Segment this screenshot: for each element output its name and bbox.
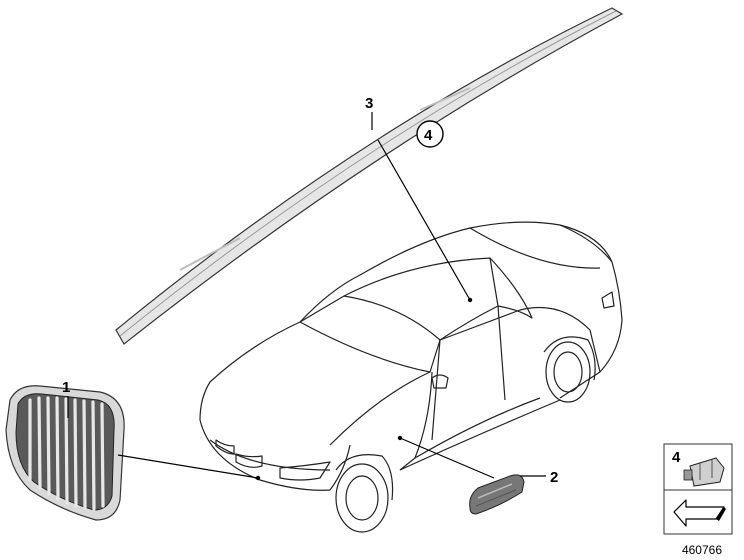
- leader-dots: [255, 297, 473, 481]
- leader-lines: [67, 112, 546, 479]
- callout-2-label: 2: [550, 469, 558, 486]
- roof-trim-strip[interactable]: [115, 7, 624, 345]
- svg-text:4: 4: [424, 127, 433, 144]
- legend-box: 4: [663, 443, 733, 535]
- legend-label-4: 4: [672, 449, 681, 466]
- car-outline: [199, 221, 623, 533]
- callout-1-label: 1: [62, 379, 70, 396]
- circled-note-4: 4: [416, 120, 444, 148]
- callout-3-label: 3: [365, 95, 373, 112]
- arrow-icon: [673, 499, 726, 527]
- side-indicator[interactable]: [469, 474, 525, 515]
- diagram-number: 460766: [681, 543, 722, 557]
- clip-icon: [683, 457, 725, 487]
- kidney-grille[interactable]: [5, 385, 125, 521]
